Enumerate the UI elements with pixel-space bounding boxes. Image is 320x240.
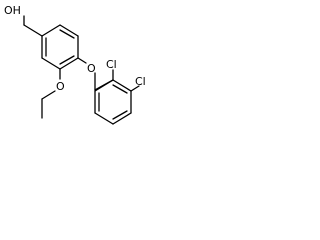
ethoxy-group: O	[41, 68, 65, 119]
ring-bond	[112, 79, 132, 92]
ring-double-bond	[59, 29, 75, 39]
molecule-drawing: OH O O	[4, 4, 146, 125]
ethoxy-oxygen-label: O	[56, 80, 65, 93]
ether-oxygen-label: O	[87, 62, 96, 75]
structure-diagram: OH O O	[0, 0, 152, 131]
ring-bond	[59, 24, 79, 37]
ring-bond	[112, 112, 132, 125]
ring-bond	[41, 57, 61, 70]
ring-double-bond	[112, 110, 128, 120]
ring-to-ch2-bond	[23, 24, 43, 37]
ring-bond	[59, 57, 79, 70]
ring-double-bond	[112, 84, 128, 94]
left-benzene-ring	[41, 24, 79, 70]
hydroxyl-label: OH	[4, 4, 21, 17]
ring-to-cl-para-bond	[130, 85, 140, 92]
chlorine-para-label: Cl	[135, 75, 146, 88]
ring-double-bond	[59, 55, 75, 65]
ring-to-ether-o-bond	[77, 57, 87, 64]
o-to-ch2-bond	[41, 90, 56, 100]
hydroxymethyl-group: OH	[4, 4, 43, 37]
right-benzene-ring	[94, 79, 132, 125]
ring-bond	[94, 79, 114, 92]
ring-bond	[41, 24, 61, 37]
chlorine-substituents: Cl Cl	[106, 58, 146, 92]
ring-bond	[94, 112, 114, 125]
chlorine-ortho-label: Cl	[106, 58, 117, 71]
